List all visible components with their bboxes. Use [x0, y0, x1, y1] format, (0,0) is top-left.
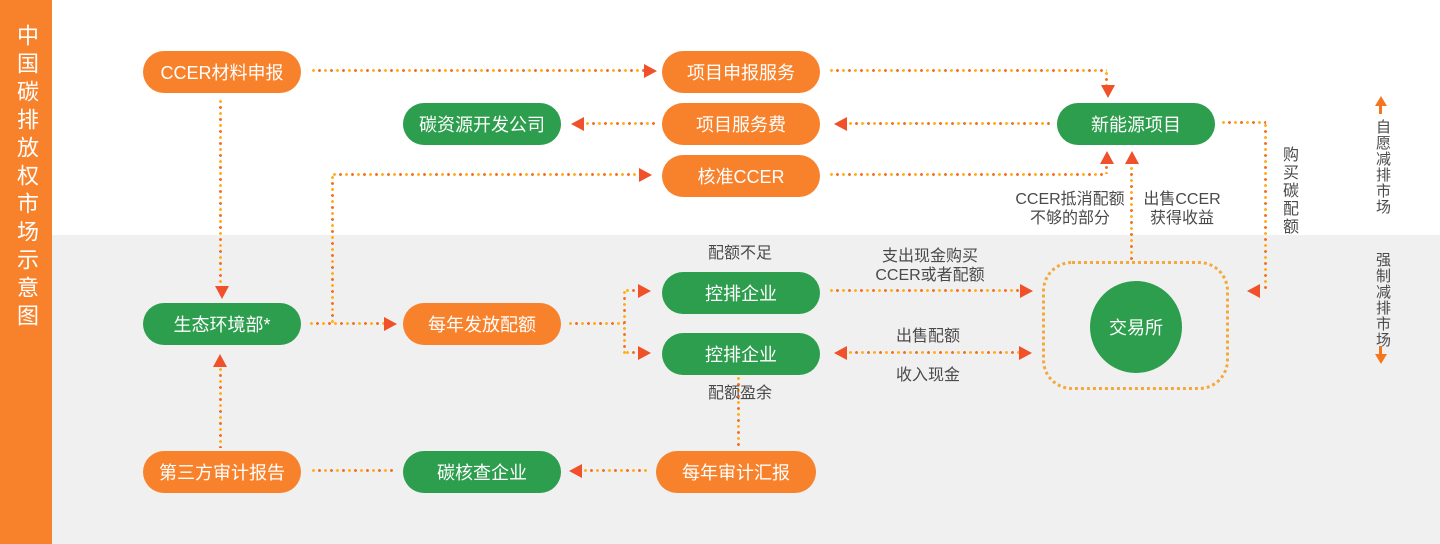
label-ccer-offset-line2: 不够的部分	[1029, 210, 1110, 227]
node-approved-ccer: 核准CCER	[662, 155, 820, 197]
label-sell-ccer-line1: 出售CCER	[1143, 191, 1221, 208]
page-title: 中国碳排放权市场示意图	[14, 24, 39, 332]
arrowhead-right-icon	[644, 64, 657, 78]
flow-line-third-party-to-moe	[219, 368, 222, 448]
label-sell-ccer: 出售CCER 获得收益	[1132, 190, 1232, 228]
label-ccer-offset: CCER抵消配额 不够的部分	[998, 190, 1142, 228]
node-annual-quota-issue: 每年发放配额	[403, 303, 561, 345]
mandatory-down-arrow-icon	[1375, 354, 1387, 364]
arrowhead-left-icon	[834, 346, 847, 360]
flow-line-verifier-to-third-party	[312, 469, 396, 472]
node-exchange: 交易所	[1090, 281, 1182, 373]
node-emitter-shortage: 控排企业	[662, 272, 820, 314]
flow-line-emitter2-exchange-bidirectional	[849, 351, 1019, 354]
flow-line-split-stub-bottom	[626, 351, 638, 354]
exchange-boundary-box	[1042, 261, 1229, 390]
flow-line-approved-ccer-to-new-energy	[830, 173, 1106, 176]
node-project-fee: 项目服务费	[662, 103, 820, 145]
arrowhead-up-icon	[1125, 151, 1139, 164]
label-receive-cash: 收入现金	[895, 367, 960, 384]
label-pay-cash-line1: 支出现金购买	[881, 248, 978, 265]
label-sell-quota: 出售配额	[895, 328, 960, 345]
flow-line-approved-ccer-elbow	[1105, 160, 1108, 174]
flow-line-moe-up-elbow	[331, 176, 334, 323]
label-voluntary-market: 自愿减排市场	[1374, 119, 1391, 215]
flow-line-exchange-to-new-energy	[1130, 167, 1133, 260]
flow-line-annual-quota-feeder	[569, 322, 624, 325]
node-carbon-dev-company: 碳资源开发公司	[403, 103, 561, 145]
node-emitter-surplus: 控排企业	[662, 333, 820, 375]
label-quota-shortage: 配额不足	[707, 245, 772, 262]
flow-line-moe-to-annual-quota	[310, 322, 384, 325]
label-pay-cash: 支出现金购买 CCER或者配额	[848, 247, 1012, 285]
flow-line-annual-audit-to-verifier	[584, 469, 650, 472]
voluntary-up-arrow-icon	[1375, 96, 1387, 106]
arrowhead-left-icon	[1247, 284, 1260, 298]
node-carbon-verifier: 碳核查企业	[403, 451, 561, 493]
node-new-energy-project: 新能源项目	[1057, 103, 1215, 145]
flow-line-emitter2-to-annual-audit	[737, 377, 740, 446]
node-third-party-audit-report: 第三方审计报告	[143, 451, 301, 493]
arrowhead-left-icon	[834, 117, 847, 131]
mandatory-down-arrow-stem	[1379, 346, 1382, 354]
arrowhead-right-icon	[638, 284, 651, 298]
arrowhead-left-icon	[571, 117, 584, 131]
flow-line-buy-quota-vertical	[1264, 124, 1267, 290]
arrowhead-right-icon	[1019, 346, 1032, 360]
flow-line-new-energy-to-project-fee	[849, 122, 1052, 125]
node-project-apply: 项目申报服务	[662, 51, 820, 93]
flow-line-ccer-material-to-project-apply	[312, 69, 645, 72]
flow-line-split-stub-top	[626, 289, 638, 292]
label-mandatory-market: 强制减排市场	[1374, 252, 1391, 348]
label-buy-carbon-quota: 购买碳配额	[1280, 146, 1297, 236]
node-ministry-of-ecology: 生态环境部*	[143, 303, 301, 345]
arrowhead-left-icon	[569, 464, 582, 478]
arrowhead-right-icon	[638, 346, 651, 360]
label-quota-surplus: 配额盈余	[707, 385, 772, 402]
flow-line-emitter1-to-exchange	[830, 289, 1020, 292]
arrowhead-right-icon	[1020, 284, 1033, 298]
node-ccer-material: CCER材料申报	[143, 51, 301, 93]
flow-line-new-energy-to-exchange-top	[1222, 121, 1266, 124]
label-sell-ccer-line2: 获得收益	[1149, 210, 1214, 227]
arrowhead-right-icon	[639, 168, 652, 182]
sidebar: 中国碳排放权市场示意图	[0, 0, 52, 544]
arrowhead-up-icon	[1100, 151, 1114, 164]
arrowhead-up-icon	[213, 354, 227, 367]
node-annual-audit-report: 每年审计汇报	[656, 451, 816, 493]
flow-line-project-apply-elbow	[1105, 72, 1108, 85]
arrowhead-right-icon	[384, 317, 397, 331]
flow-line-ccer-material-to-moe	[219, 100, 222, 286]
flow-line-project-fee-to-carbon-dev	[586, 122, 656, 125]
voluntary-up-arrow-stem	[1379, 106, 1382, 114]
flow-line-annual-quota-split	[623, 291, 626, 355]
label-ccer-offset-line1: CCER抵消配额	[1015, 191, 1125, 208]
flow-line-moe-to-approved-ccer	[333, 173, 638, 176]
label-pay-cash-line2: CCER或者配额	[875, 267, 985, 284]
flow-line-project-apply-to-new-energy	[830, 69, 1107, 72]
arrowhead-down-icon	[215, 286, 229, 299]
arrowhead-down-icon	[1101, 85, 1115, 98]
